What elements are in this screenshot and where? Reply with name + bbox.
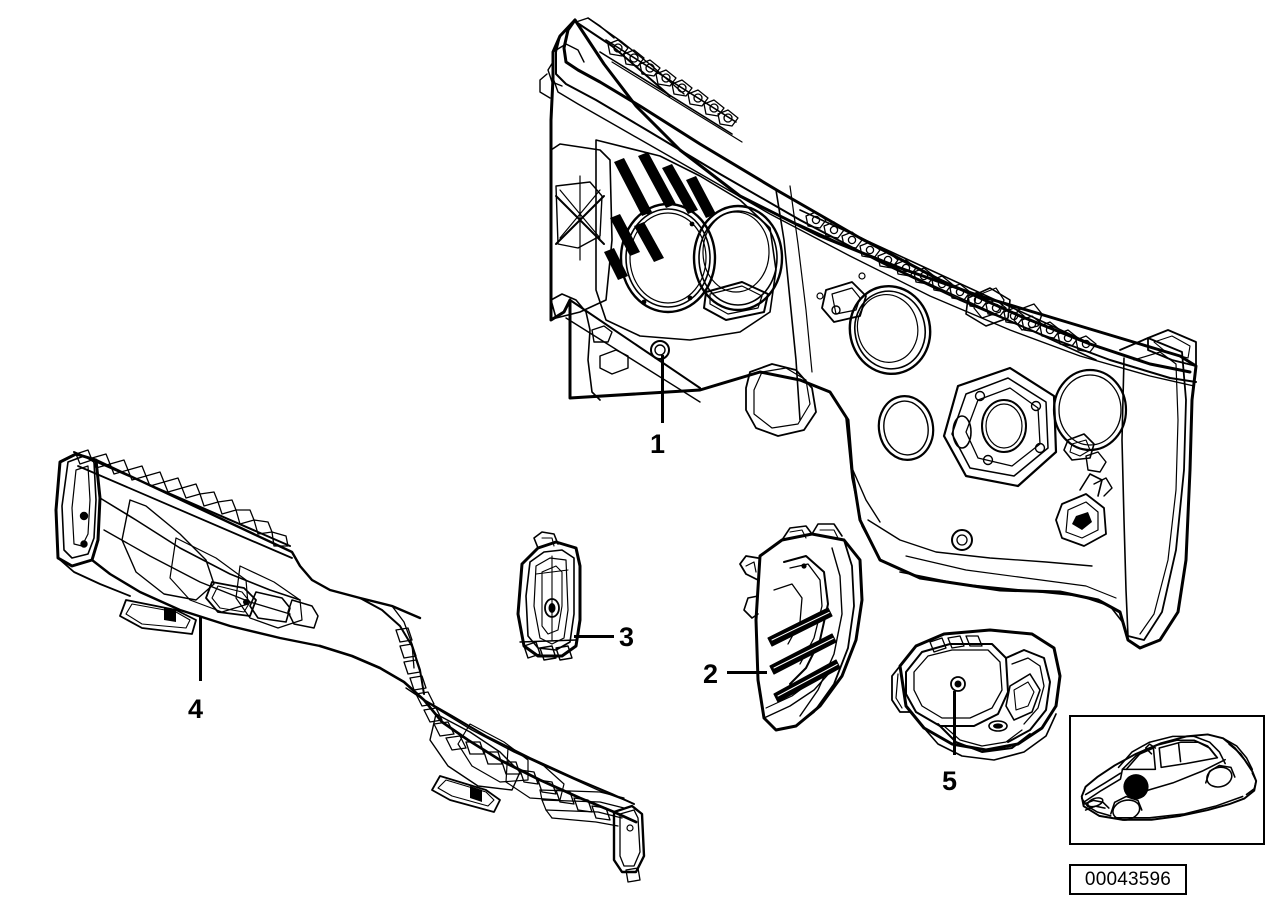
callout-4: 4	[188, 694, 204, 724]
callout-5: 5	[942, 766, 958, 796]
part-5-curved-bracket	[891, 628, 1062, 761]
callout-3-leader	[574, 635, 614, 638]
vehicle-locator-illustration	[1080, 733, 1258, 821]
callout-1-leader	[661, 355, 664, 423]
part-4-reinforcement-member	[54, 449, 646, 883]
callout-2: 2	[703, 659, 719, 689]
location-marker-icon	[1123, 774, 1149, 800]
diagram-id-label: 00043596	[1084, 868, 1172, 890]
callout-1: 1	[650, 429, 666, 459]
part-3-reinforcement-plate	[516, 531, 582, 661]
part-1-firewall-panel	[539, 17, 1198, 650]
part-2-vent-bracket	[739, 523, 864, 732]
callout-5-leader	[953, 691, 956, 755]
callout-4-leader	[199, 617, 202, 681]
diagram-id-box: 00043596	[1069, 864, 1187, 895]
vehicle-locator-box	[1069, 715, 1265, 845]
callout-3: 3	[619, 622, 635, 652]
callout-2-leader	[727, 671, 767, 674]
